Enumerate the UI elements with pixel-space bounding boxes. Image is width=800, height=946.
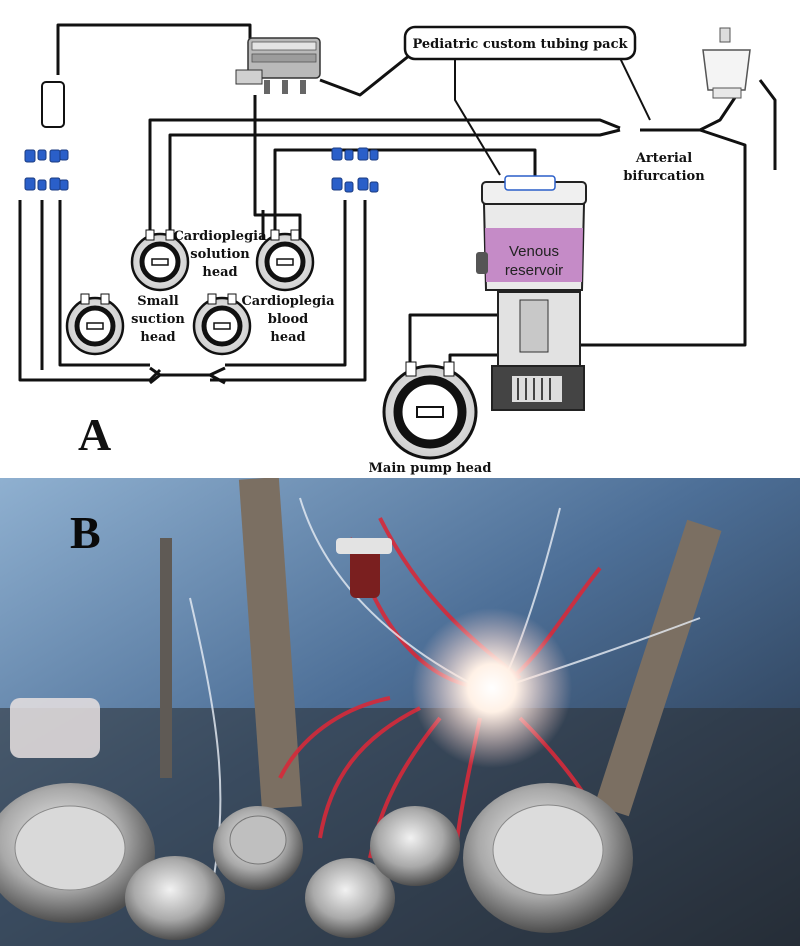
arterial-label-2: bifurcation xyxy=(623,169,705,184)
svg-text:suction: suction xyxy=(131,312,185,327)
cardio-solution-label: Cardioplegia solution head xyxy=(173,229,267,280)
main-pump-label: Main pump head xyxy=(369,461,492,476)
left-connectors xyxy=(24,81,69,191)
svg-text:solution: solution xyxy=(190,247,250,262)
venous-label-1: Venous xyxy=(509,243,559,260)
svg-text:Small: Small xyxy=(137,294,179,309)
heat-exchanger xyxy=(235,37,321,94)
arterial-label-1: Arterial xyxy=(635,151,692,166)
venous-reservoir: Venous reservoir xyxy=(476,175,587,411)
venous-label-2: reservoir xyxy=(505,262,563,279)
panel-a-schematic: Pediatric custom tubing pack Arterial bi… xyxy=(18,23,777,476)
right-connectors xyxy=(331,147,379,193)
tubing-pack-box xyxy=(403,25,637,61)
svg-text:blood: blood xyxy=(268,312,308,327)
iv-poles xyxy=(160,478,722,817)
small-suction-label: Small suction head xyxy=(131,294,185,345)
cardio-blood-label: Cardioplegia blood head xyxy=(241,294,335,345)
svg-text:head: head xyxy=(140,330,175,345)
photo-component xyxy=(350,548,380,598)
photo-pumps xyxy=(0,783,633,940)
tubing-lines xyxy=(18,23,777,385)
svg-text:Cardioplegia: Cardioplegia xyxy=(241,294,335,309)
panel-a-letter: A xyxy=(78,409,111,460)
pump-center xyxy=(192,293,252,356)
svg-text:head: head xyxy=(202,265,237,280)
light-glare xyxy=(412,608,572,768)
pump-small-suction xyxy=(65,293,125,356)
svg-text:head: head xyxy=(270,330,305,345)
svg-text:Cardioplegia: Cardioplegia xyxy=(173,229,267,244)
panel-b-photo: B xyxy=(0,478,800,946)
panel-b-letter: B xyxy=(70,507,101,558)
main-pump-head xyxy=(382,361,478,460)
arterial-filter xyxy=(702,27,751,99)
pump-cardio-solution xyxy=(130,229,190,292)
pump-cardio-blood xyxy=(255,229,315,292)
tubing-pack-label: Pediatric custom tubing pack xyxy=(412,37,628,52)
